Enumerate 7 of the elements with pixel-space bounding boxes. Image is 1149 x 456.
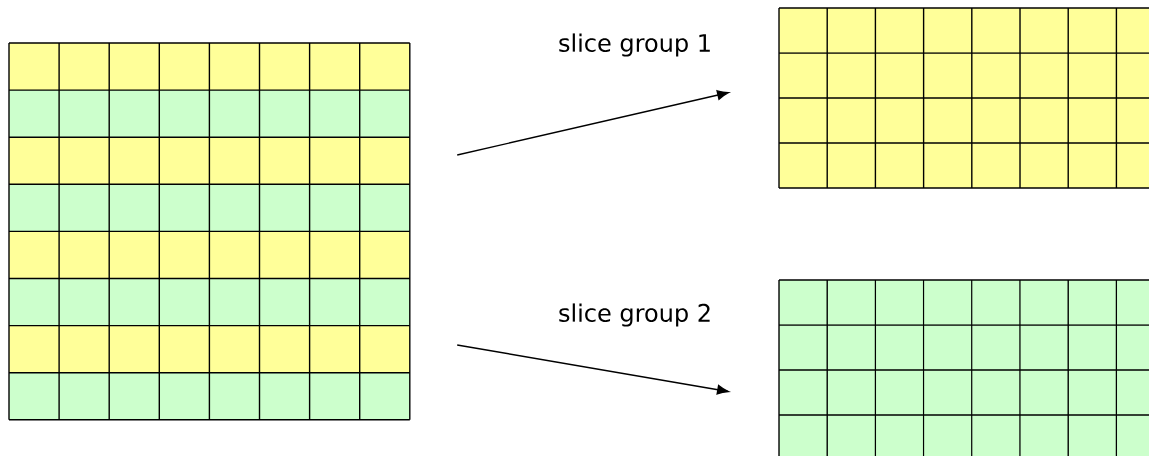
- grid: [778, 279, 1149, 456]
- edge-label: slice group 2: [559, 303, 710, 327]
- grid: [8, 42, 411, 421]
- arrow: [456, 90, 730, 156]
- arrow: [456, 344, 729, 395]
- grid: [778, 7, 1149, 189]
- edge-label: slice group 1: [559, 33, 710, 57]
